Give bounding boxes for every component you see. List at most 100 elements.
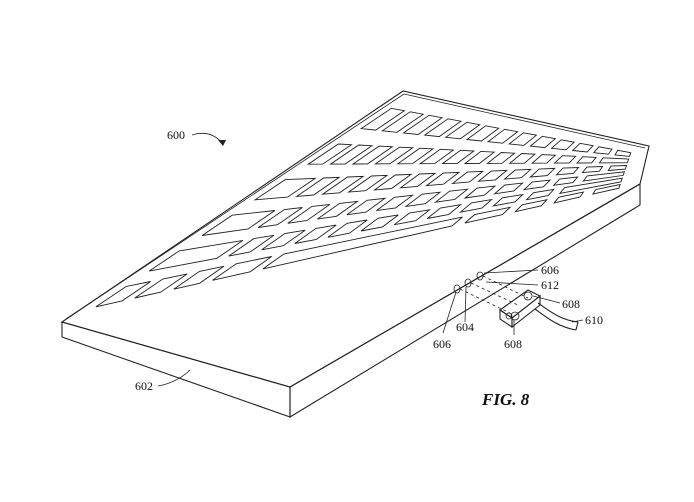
key-bottom-letter-row-3 [261,229,306,251]
key-number-row-9 [486,152,516,164]
key-function-row-12 [592,146,613,155]
key-top-letter-row-3 [321,175,365,195]
key-home-row-12 [552,176,579,186]
label-602: 602 [135,379,153,393]
key-home-row-11 [522,179,552,191]
key-bottom-letter-row-8 [427,203,463,219]
key-bottom-letter-row-9 [458,198,494,213]
label-610: 610 [585,313,603,327]
key-bottom-letter-row-10 [492,193,525,207]
key-modifier-row-3 [173,265,225,290]
leader-604 [464,286,467,323]
key-modifier-row-5 [262,216,463,270]
label-606-top: 606 [541,263,559,277]
key-top-letter-row-8 [451,170,485,184]
key-home-row-13 [582,171,626,182]
key-top-letter-row-2 [295,176,341,197]
key-function-row-9 [529,135,557,149]
key-home-row-3 [287,203,331,224]
keyboard-housing [60,90,650,418]
label-604: 604 [456,320,474,334]
key-number-row-3 [351,145,394,165]
connector-detail [453,271,579,331]
key-number-row-2 [329,144,374,165]
key-top-letter-row-9 [477,169,509,182]
key-number-row-7 [441,149,476,165]
key-function-row-5 [444,121,481,140]
key-number-row-5 [396,147,435,165]
key-bottom-letter-row-2 [228,234,275,257]
key-modifier-row-8 [552,191,585,204]
key-number-row-13 [575,156,597,164]
key-function-row-3 [402,114,444,135]
leader-608-top [532,295,561,304]
key-home-row-8 [433,188,469,203]
key-function-row-6 [465,125,500,142]
key-top-letter-row-4 [347,174,389,193]
key-number-row-12 [553,155,577,164]
figure-caption: FIG. 8 [481,390,530,409]
key-function-row-1 [359,107,406,131]
key-home-row-2 [257,207,303,228]
key-bottom-letter-row-12 [558,177,623,195]
leader-612 [485,281,539,286]
label-608-bottom: 608 [504,337,522,351]
key-function-row-13 [614,149,632,157]
key-grid [95,107,632,308]
key-top-letter-row-13 [581,166,604,174]
key-top-letter-row-10 [503,168,532,180]
key-number-row-10 [508,153,537,164]
key-home-row-10 [493,182,524,195]
key-number-row-1 [306,143,353,165]
key-number-row-11 [530,154,557,164]
key-home-row-7 [404,191,442,208]
key-modifier-row-4 [212,256,272,281]
label-612: 612 [541,278,559,292]
label-606-bottom: 606 [433,337,451,351]
key-function-row-11 [571,142,594,153]
key-home-row-9 [463,185,497,199]
key-number-row-14 [598,157,630,164]
key-bottom-letter-row-6 [360,214,399,232]
cable-connector [499,289,579,331]
key-bottom-letter-row-11 [525,188,555,201]
leader-602 [157,369,191,387]
key-bottom-letter-row-5 [327,219,368,238]
leader-606-top [483,269,539,274]
key-modifier-row-2 [134,273,188,299]
key-modifier-row-7 [513,198,549,213]
key-top-letter-row-7 [425,171,461,187]
leader-600 [191,132,224,145]
leader-606-bottom [442,291,457,334]
key-modifier-row-9 [591,183,621,195]
label-600: 600 [167,128,185,142]
key-function-row-4 [423,118,463,138]
key-number-row-6 [418,148,455,165]
key-home-row-5 [346,197,387,216]
key-top-letter-row-1 [253,177,317,201]
key-bottom-letter-row-4 [294,224,337,244]
key-home-row-6 [376,194,415,212]
key-top-letter-row-11 [529,167,556,178]
key-top-letter-row-5 [373,173,413,191]
leader-600-arrowhead [218,140,226,146]
key-top-letter-row-6 [399,172,437,189]
key-bottom-letter-row-7 [393,209,432,226]
leader-lines [157,132,584,387]
key-function-row-7 [486,128,519,144]
key-function-row-10 [550,139,576,151]
key-function-row-2 [381,111,425,133]
key-top-letter-row-14 [607,165,628,172]
key-top-letter-row-12 [555,167,580,176]
key-modifier-row-1 [95,281,151,308]
key-function-row-8 [508,132,538,146]
key-home-row-1 [201,210,276,236]
label-608-top: 608 [562,297,580,311]
key-modifier-row-6 [464,206,512,224]
key-number-row-4 [373,146,415,165]
leader-610 [571,319,584,323]
key-bottom-letter-row-1 [148,239,244,272]
key-home-row-4 [317,200,360,220]
key-number-row-8 [463,150,496,164]
